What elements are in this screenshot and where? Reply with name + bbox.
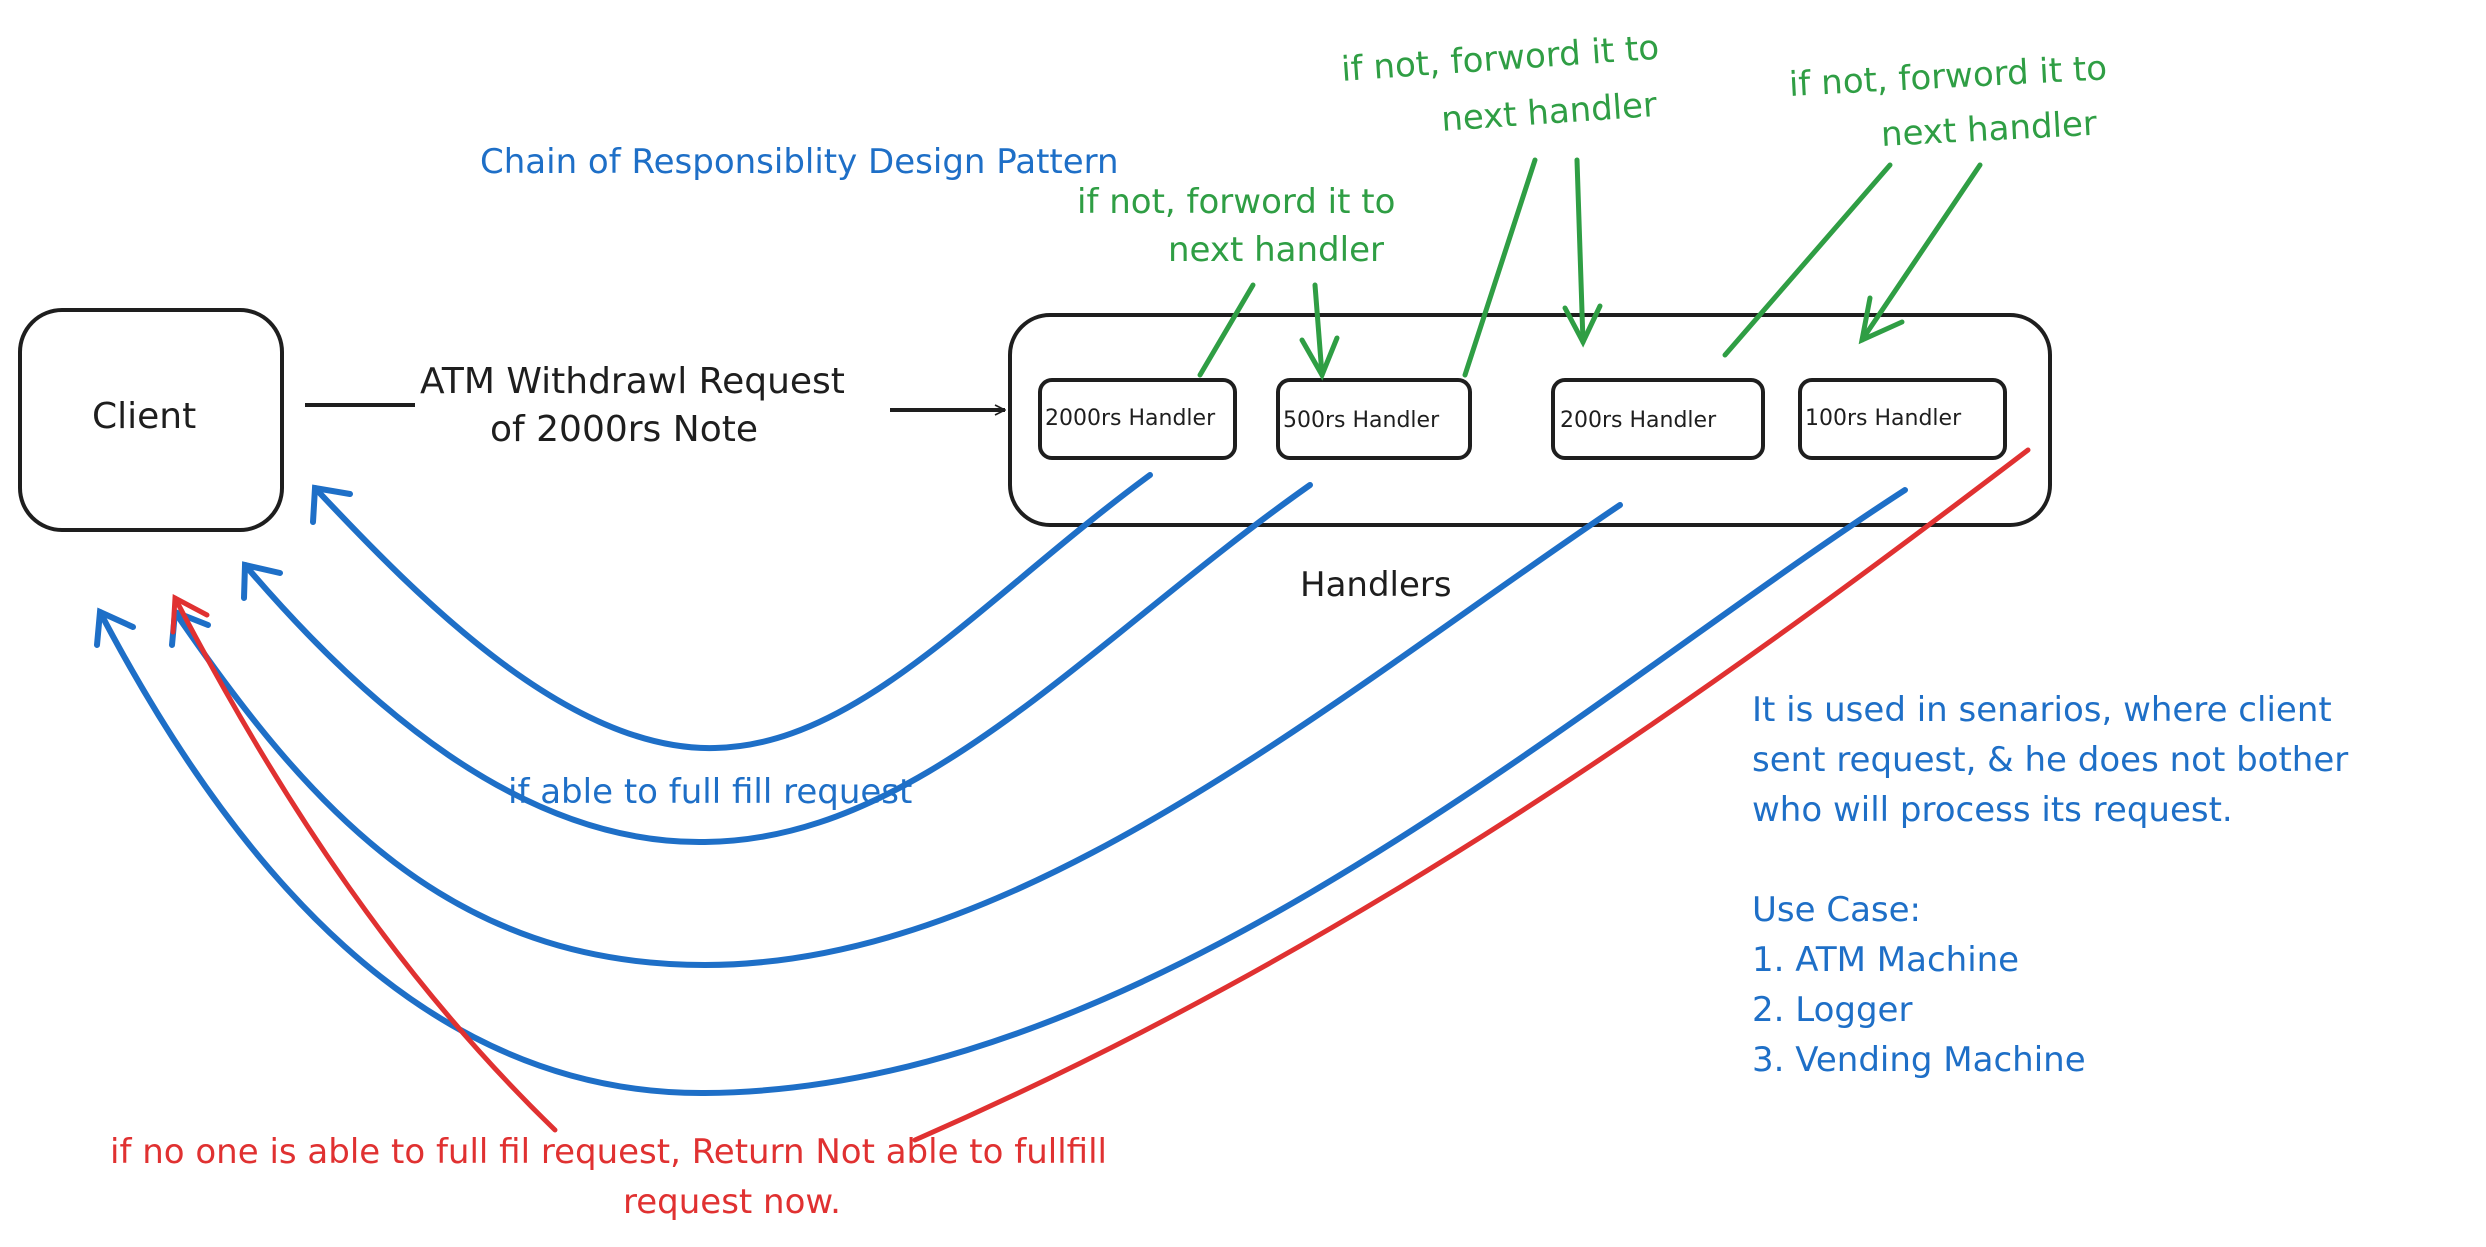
use-case-item-3: 3. Vending Machine bbox=[1752, 1040, 2086, 1080]
handler-label-100rs: 100rs Handler bbox=[1805, 406, 1962, 431]
handler-box-2000rs bbox=[1038, 378, 1237, 460]
diagram-title: Chain of Responsiblity Design Pattern bbox=[480, 142, 1119, 182]
forward-arrow-1-shaft bbox=[1312, 282, 1325, 378]
description-line-2: sent request, & he does not bother bbox=[1752, 740, 2349, 780]
use-case-item-1: 1. ATM Machine bbox=[1752, 940, 2020, 980]
handler-label-2000rs: 2000rs Handler bbox=[1045, 406, 1216, 431]
handler-box-500rs bbox=[1276, 378, 1472, 460]
failure-return-arrow bbox=[170, 447, 2031, 1143]
return-arrow-100rs bbox=[97, 487, 1908, 1097]
forward-arrow-3-shaft bbox=[1859, 162, 1983, 343]
failure-note-line2: request now. bbox=[623, 1182, 841, 1222]
return-arrow-100rs-head bbox=[94, 607, 136, 648]
handler-label-200rs: 200rs Handler bbox=[1560, 408, 1717, 433]
return-arrow-500rs bbox=[242, 482, 1313, 846]
forward-arrow-1-line bbox=[1197, 282, 1256, 378]
forward-note-1-line1: if not, forword it to bbox=[1077, 182, 1396, 222]
return-arrow-2000rs bbox=[312, 472, 1153, 752]
forward-arrow-2-head bbox=[1562, 303, 1603, 348]
return-arrow-2000rs-head bbox=[310, 484, 353, 525]
client-label: Client bbox=[92, 396, 197, 437]
use-case-item-2: 2. Logger bbox=[1752, 990, 1913, 1030]
forward-arrows bbox=[1197, 157, 1983, 381]
request-label-line1: ATM Withdrawl Request bbox=[420, 361, 845, 402]
handlers-container bbox=[1008, 313, 2052, 527]
return-arrow-500rs-head bbox=[241, 561, 283, 601]
return-arrow-200rs bbox=[172, 502, 1623, 969]
failure-arrow-lower bbox=[172, 595, 558, 1133]
failure-arrow-head bbox=[170, 593, 210, 635]
forward-arrow-1-head bbox=[1299, 335, 1340, 381]
description-line-1: It is used in senarios, where client bbox=[1752, 690, 2332, 730]
request-label-line2: of 2000rs Note bbox=[490, 409, 758, 450]
failure-arrow-upper bbox=[912, 447, 2031, 1143]
failure-note-line1: if no one is able to full fil request, R… bbox=[110, 1132, 1107, 1172]
handler-label-500rs: 500rs Handler bbox=[1283, 408, 1440, 433]
success-note: if able to full fill request bbox=[508, 772, 913, 812]
forward-arrow-3-head bbox=[1858, 295, 1905, 345]
client-box bbox=[18, 308, 284, 532]
forward-arrow-3-line bbox=[1722, 162, 1893, 358]
handler-box-200rs bbox=[1551, 378, 1765, 460]
handler-box-100rs bbox=[1798, 378, 2007, 460]
description-line-3: who will process its request. bbox=[1752, 790, 2233, 830]
forward-arrow-2-line bbox=[1462, 157, 1538, 378]
success-return-arrows bbox=[94, 472, 1908, 1097]
forward-note-1-line2: next handler bbox=[1168, 230, 1384, 270]
forward-arrow-2-shaft bbox=[1574, 157, 1586, 345]
use-case-heading: Use Case: bbox=[1752, 890, 1921, 930]
handlers-group-label: Handlers bbox=[1300, 565, 1452, 605]
